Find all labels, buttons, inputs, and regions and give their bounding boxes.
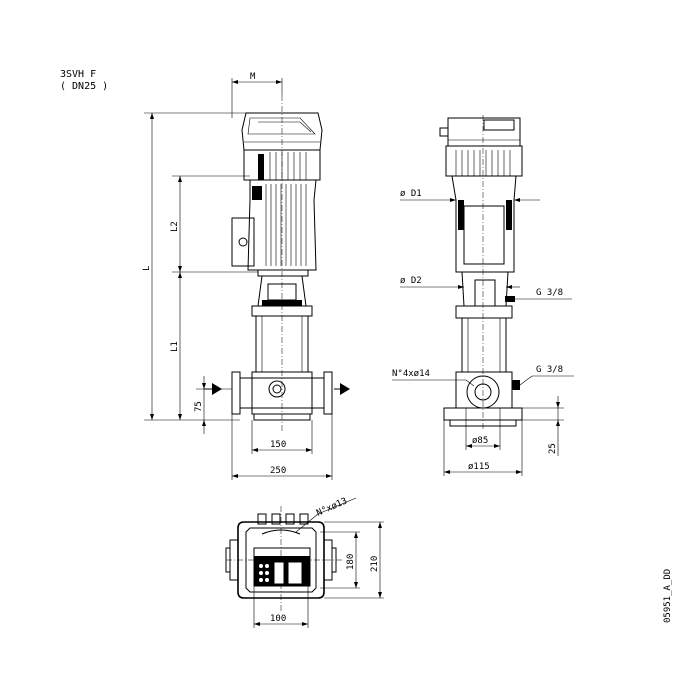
dim-250: 250 xyxy=(270,466,286,476)
drawing-code: 05951_A_DD xyxy=(663,569,673,623)
dim-L: L xyxy=(142,266,152,271)
model-label-line1: 3SVH F xyxy=(60,69,96,80)
port-top-label: G 3/8 xyxy=(536,288,563,298)
model-label-line2: ( DN25 ) xyxy=(60,81,108,92)
dim-75: 75 xyxy=(194,401,204,412)
dim-115: ø115 xyxy=(468,462,490,472)
dim-D1: ø D1 xyxy=(400,189,422,199)
top-view: N°xø13 180 210 100 xyxy=(225,496,384,628)
side-view: ø D1 ø D2 G 3/8 N°4xø14 G 3/8 ø85 ø115 xyxy=(392,115,574,476)
dim-D2: ø D2 xyxy=(400,276,422,286)
dim-210: 210 xyxy=(370,556,380,572)
holes-4x14: N°4xø14 xyxy=(392,369,430,379)
dim-L1: L1 xyxy=(170,341,180,352)
dim-25: 25 xyxy=(548,443,558,454)
holes-x13: N°xø13 xyxy=(315,496,349,518)
dim-100: 100 xyxy=(270,614,286,624)
dim-M: M xyxy=(250,72,256,82)
dim-L2: L2 xyxy=(170,221,180,232)
dim-85: ø85 xyxy=(472,436,488,446)
front-view: M L L2 L1 75 150 xyxy=(142,72,350,480)
dim-150: 150 xyxy=(270,440,286,450)
dim-180: 180 xyxy=(346,554,356,570)
port-bottom-label: G 3/8 xyxy=(536,365,563,375)
